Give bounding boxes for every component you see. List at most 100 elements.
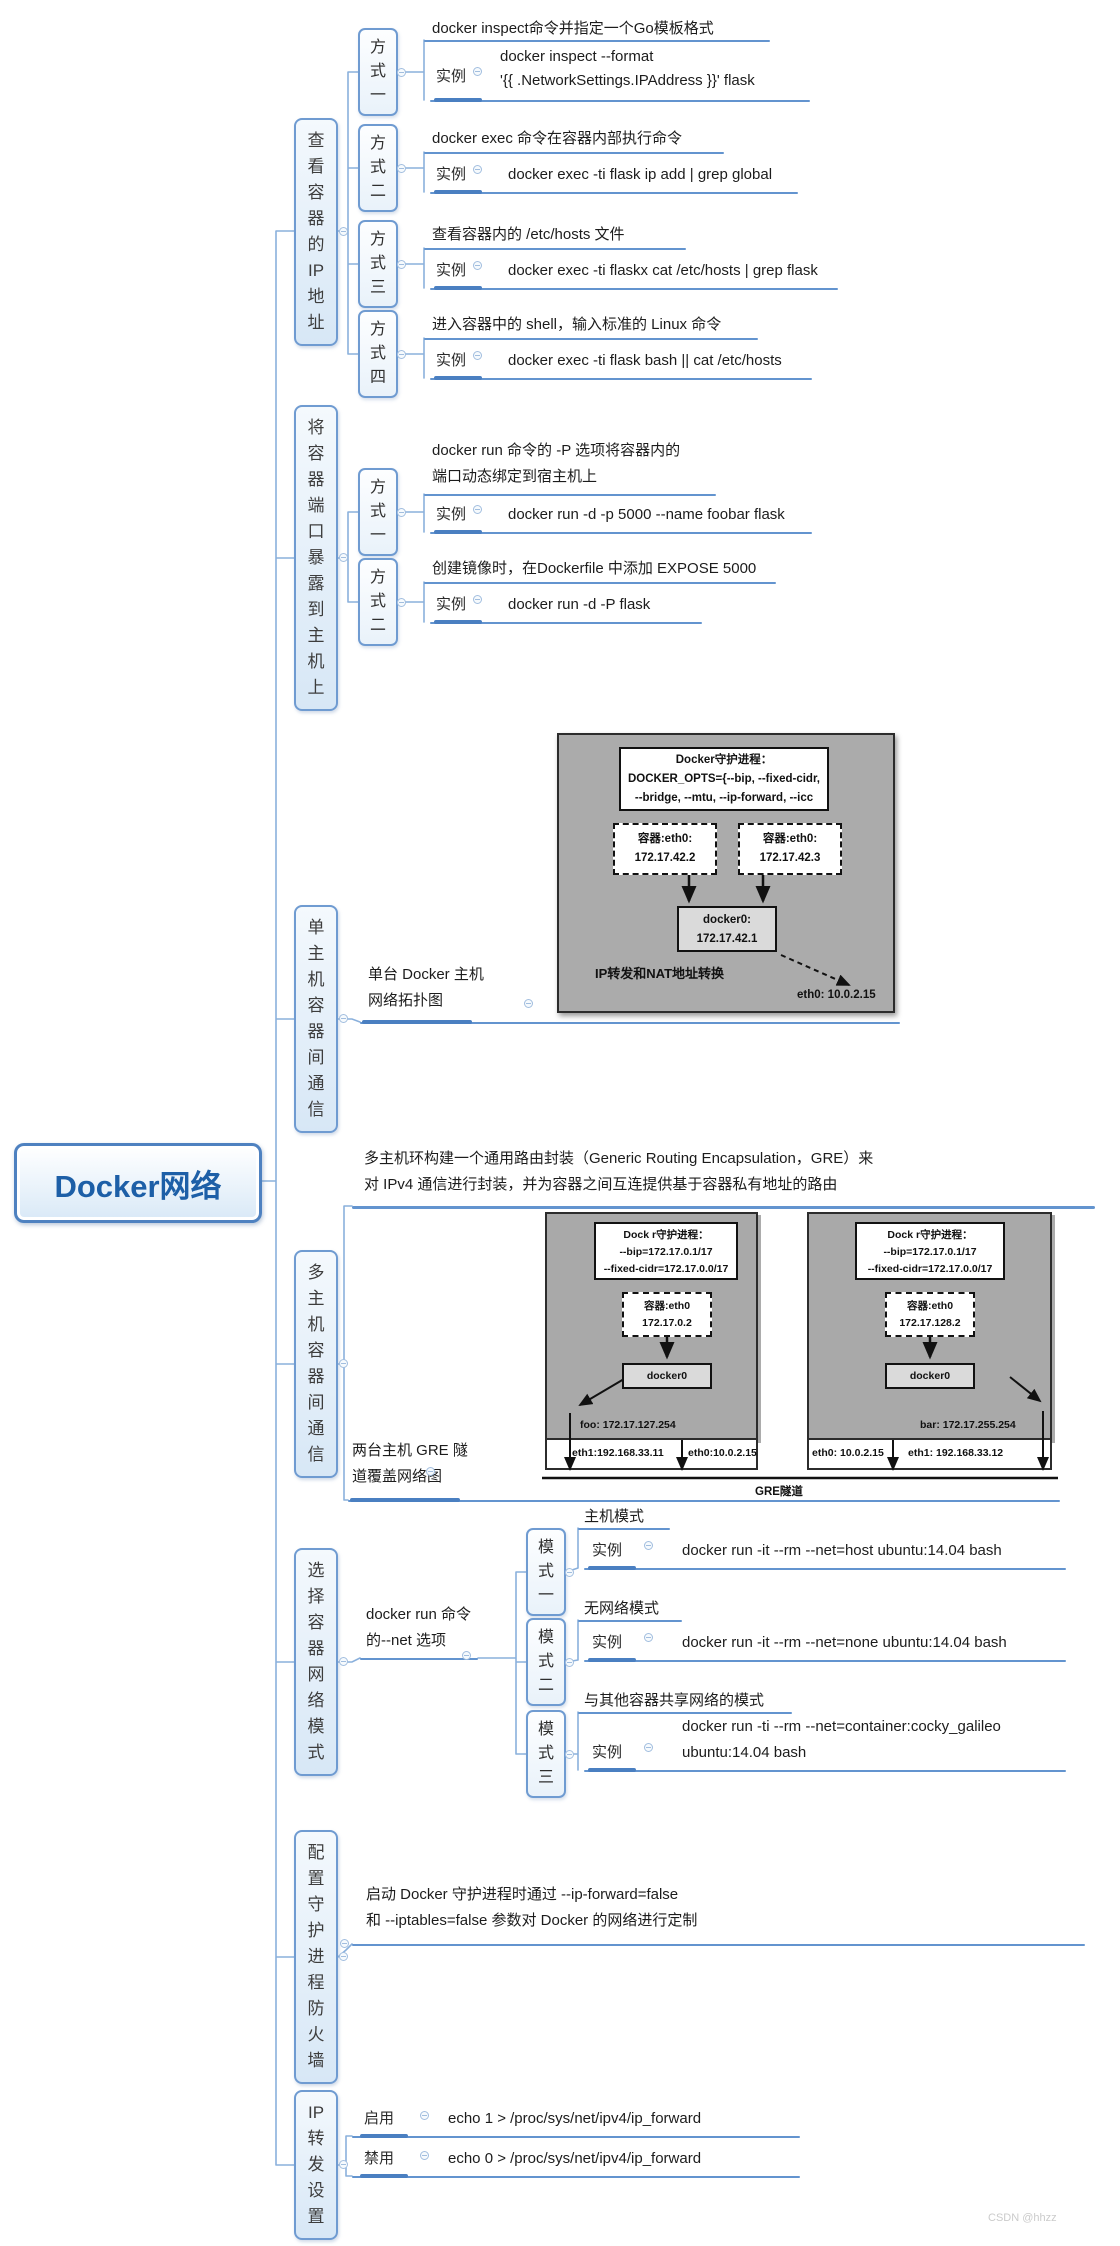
branch-line: [360, 1658, 478, 1660]
method-desc[interactable]: 创建镜像时，在Dockerfile 中添加 EXPOSE 5000: [432, 560, 757, 577]
collapse-icon[interactable]: [565, 1658, 574, 1667]
branch-line: [434, 376, 482, 380]
topic-method-2[interactable]: 方式二: [358, 124, 398, 212]
diagram-label[interactable]: 两台主机 GRE 隧: [352, 1442, 468, 1459]
example-label[interactable]: 实例: [436, 166, 467, 183]
diagram-label[interactable]: 单台 Docker 主机: [368, 966, 484, 983]
collapse-icon[interactable]: [339, 2160, 348, 2169]
collapse-icon[interactable]: [524, 999, 533, 1008]
command-text[interactable]: echo 1 > /proc/sys/net/ipv4/ip_forward: [448, 2110, 702, 2127]
collapse-icon[interactable]: [644, 1541, 653, 1550]
command-text[interactable]: docker exec -ti flaskx cat /etc/hosts | …: [508, 262, 818, 279]
collapse-icon[interactable]: [420, 2151, 429, 2160]
collapse-icon[interactable]: [473, 165, 482, 174]
collapse-icon[interactable]: [339, 553, 348, 562]
diagram-label[interactable]: 网络拓扑图: [368, 992, 444, 1009]
method-desc[interactable]: docker run 命令的 -P 选项将容器内的: [432, 442, 681, 459]
collapse-icon[interactable]: [462, 1651, 471, 1660]
collapse-icon[interactable]: [644, 1633, 653, 1642]
example-label[interactable]: 实例: [436, 262, 467, 279]
example-label[interactable]: 实例: [592, 1634, 623, 1651]
method-desc[interactable]: 端口动态绑定到宿主机上: [432, 468, 598, 485]
command-text[interactable]: docker inspect --format: [500, 48, 654, 65]
example-label[interactable]: 实例: [592, 1744, 623, 1761]
collapse-icon[interactable]: [565, 1750, 574, 1759]
command-text[interactable]: '{{ .NetworkSettings.IPAddress }}' flask: [500, 72, 755, 89]
root-topic[interactable]: Docker网络: [14, 1143, 262, 1223]
collapse-icon[interactable]: [339, 1014, 348, 1023]
method-desc[interactable]: docker exec 命令在容器内部执行命令: [432, 130, 683, 147]
command-text[interactable]: docker exec -ti flask bash || cat /etc/h…: [508, 352, 782, 369]
topic-expose-ports[interactable]: 将容器端口暴露到主机上: [294, 405, 338, 711]
collapse-icon[interactable]: [473, 505, 482, 514]
firewall-desc[interactable]: 和 --iptables=false 参数对 Docker 的网络进行定制: [366, 1912, 698, 1929]
command-text[interactable]: docker run -d -P flask: [508, 596, 651, 613]
example-label[interactable]: 实例: [436, 68, 467, 85]
collapse-icon[interactable]: [397, 260, 406, 269]
firewall-desc[interactable]: 启动 Docker 守护进程时通过 --ip-forward=false: [366, 1886, 679, 1903]
collapse-icon[interactable]: [397, 598, 406, 607]
collapse-icon[interactable]: [339, 1359, 348, 1368]
topic-multi-host[interactable]: 多主机容器间通信: [294, 1250, 338, 1478]
collapse-icon[interactable]: [340, 1939, 349, 1948]
topic-mode-2[interactable]: 模式二: [526, 1618, 566, 1706]
disable-label[interactable]: 禁用: [364, 2150, 395, 2167]
topic-method-4[interactable]: 方式四: [358, 310, 398, 398]
command-text[interactable]: docker run -ti --rm --net=container:cock…: [682, 1718, 1001, 1735]
collapse-icon[interactable]: [473, 67, 482, 76]
collapse-icon[interactable]: [339, 1952, 348, 1961]
method-desc[interactable]: 进入容器中的 shell，输入标准的 Linux 命令: [432, 316, 722, 333]
gre-desc[interactable]: 多主机环构建一个通用路由封装（Generic Routing Encapsula…: [364, 1150, 874, 1167]
topic-method-1[interactable]: 方式一: [358, 28, 398, 116]
mode-desc[interactable]: 无网络模式: [584, 1600, 660, 1617]
collapse-icon[interactable]: [339, 1657, 348, 1666]
collapse-icon[interactable]: [420, 2111, 429, 2120]
topic-firewall[interactable]: 配置守护进程防火墙: [294, 1830, 338, 2084]
command-text[interactable]: docker run -it --rm --net=host ubuntu:14…: [682, 1542, 1002, 1559]
collapse-icon[interactable]: [397, 508, 406, 517]
example-label[interactable]: 实例: [436, 352, 467, 369]
command-text[interactable]: echo 0 > /proc/sys/net/ipv4/ip_forward: [448, 2150, 702, 2167]
example-label[interactable]: 实例: [592, 1542, 623, 1559]
branch-line: [588, 1566, 636, 1570]
command-text[interactable]: ubuntu:14.04 bash: [682, 1744, 807, 1761]
command-text[interactable]: docker run -it --rm --net=none ubuntu:14…: [682, 1634, 1007, 1651]
branch-line: [350, 1498, 460, 1502]
collapse-icon[interactable]: [473, 351, 482, 360]
collapse-icon[interactable]: [426, 1467, 435, 1476]
collapse-icon[interactable]: [644, 1743, 653, 1752]
method-desc[interactable]: 查看容器内的 /etc/hosts 文件: [432, 226, 625, 243]
branch-line: [434, 98, 482, 102]
container-box: 容器:eth0 172.17.128.2: [885, 1292, 975, 1337]
topic-net-mode[interactable]: 选择容器网络模式: [294, 1548, 338, 1776]
mode-desc[interactable]: 主机模式: [584, 1508, 645, 1525]
topic-method-2[interactable]: 方式二: [358, 558, 398, 646]
eth0-label: eth0: 10.0.2.15: [812, 1447, 884, 1459]
collapse-icon[interactable]: [397, 164, 406, 173]
net-option-label[interactable]: docker run 命令: [366, 1606, 472, 1623]
topic-single-host[interactable]: 单主机容器间通信: [294, 905, 338, 1133]
collapse-icon[interactable]: [565, 1568, 574, 1577]
command-text[interactable]: docker run -d -p 5000 --name foobar flas…: [508, 506, 785, 523]
collapse-icon[interactable]: [473, 595, 482, 604]
command-text[interactable]: docker exec -ti flask ip add | grep glob…: [508, 166, 773, 183]
collapse-icon[interactable]: [473, 261, 482, 270]
topic-mode-1[interactable]: 模式一: [526, 1528, 566, 1616]
diagram-label[interactable]: 道覆盖网络图: [352, 1468, 443, 1485]
mode-desc[interactable]: 与其他容器共享网络的模式: [584, 1692, 765, 1709]
branch-line: [352, 1206, 1095, 1209]
collapse-icon[interactable]: [397, 68, 406, 77]
example-label[interactable]: 实例: [436, 596, 467, 613]
example-label[interactable]: 实例: [436, 506, 467, 523]
topic-method-1[interactable]: 方式一: [358, 468, 398, 556]
collapse-icon[interactable]: [339, 227, 348, 236]
topic-method-3[interactable]: 方式三: [358, 220, 398, 308]
method-desc[interactable]: docker inspect命令并指定一个Go模板格式: [432, 20, 714, 37]
gre-desc[interactable]: 对 IPv4 通信进行封装，并为容器之间互连提供基于容器私有地址的路由: [364, 1176, 838, 1193]
collapse-icon[interactable]: [397, 350, 406, 359]
enable-label[interactable]: 启用: [364, 2110, 395, 2127]
topic-mode-3[interactable]: 模式三: [526, 1710, 566, 1798]
net-option-label[interactable]: 的--net 选项: [366, 1632, 447, 1649]
